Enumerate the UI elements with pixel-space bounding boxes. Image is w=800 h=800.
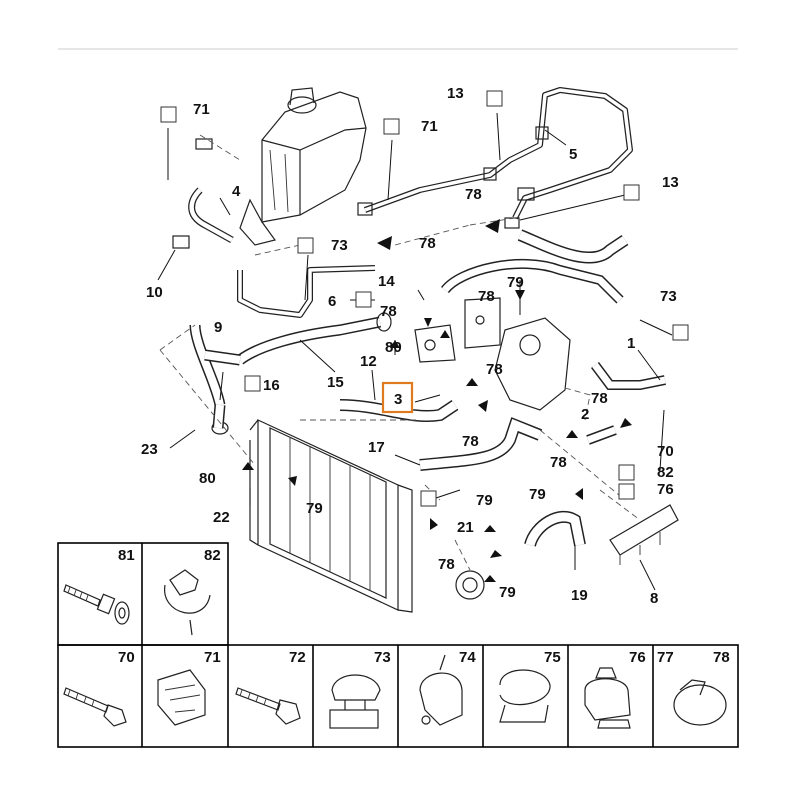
callout-21: 21 — [457, 519, 474, 536]
callout-15: 15 — [327, 374, 344, 391]
screw-with-washer-icon — [63, 584, 130, 625]
thermostat-housing — [414, 297, 571, 411]
flange-bolt-icon — [235, 687, 301, 725]
callout-80-b: 80 — [199, 470, 216, 487]
callout-13-a: 13 — [447, 85, 464, 102]
legend-num-76: 76 — [629, 649, 646, 666]
leader-lines — [157, 112, 673, 591]
hose-9 — [237, 265, 376, 318]
callout-79-c: 79 — [476, 492, 493, 509]
callout-22: 22 — [213, 509, 230, 526]
callout-6: 6 — [328, 293, 336, 310]
reference-boxes — [160, 90, 689, 507]
callout-1: 1 — [627, 335, 635, 352]
clip-bracket-icon — [164, 569, 211, 636]
legend-num-77: 77 — [657, 649, 674, 666]
double-clip-icon — [329, 674, 381, 729]
callout-78-g: 78 — [462, 433, 479, 450]
legend-num-70: 70 — [118, 649, 135, 666]
callout-71-b: 71 — [421, 118, 438, 135]
callout-3: 3 — [394, 391, 402, 408]
callout-73-b: 73 — [660, 288, 677, 305]
pipe-clip-nut-icon — [584, 667, 631, 729]
legend-num-75: 75 — [544, 649, 561, 666]
hose-2 — [586, 425, 617, 445]
oil-cooler — [455, 570, 485, 600]
legend-num-71: 71 — [204, 649, 221, 666]
callout-78-f: 78 — [591, 390, 608, 407]
callout-5: 5 — [569, 146, 577, 163]
callout-10: 10 — [146, 284, 163, 301]
hose-19 — [524, 510, 586, 548]
hose-upper-right — [441, 229, 629, 304]
legend-num-73: 73 — [374, 649, 391, 666]
legend-grid — [57, 542, 739, 748]
callout-79-d: 79 — [529, 486, 546, 503]
cable-tie-clip-icon — [499, 669, 551, 723]
hose-17 — [419, 417, 543, 471]
callout-80-a: 80 — [385, 339, 402, 356]
callout-78-h: 78 — [550, 454, 567, 471]
callout-76: 76 — [657, 481, 674, 498]
callout-labels: 71 4 10 71 13 5 13 78 73 78 14 6 78 78 7… — [141, 85, 679, 607]
hose-clamp-icon — [673, 679, 727, 726]
callout-79-b: 79 — [306, 500, 323, 517]
callout-16: 16 — [263, 377, 280, 394]
legend-numbers: 81 82 70 71 72 73 74 75 76 77 78 — [118, 547, 730, 666]
callout-14: 14 — [378, 273, 395, 290]
callout-9: 9 — [214, 319, 222, 336]
pipe-10 — [164, 138, 213, 249]
callout-13-b: 13 — [662, 174, 679, 191]
callout-73-a: 73 — [331, 237, 348, 254]
bolt-icon — [63, 687, 127, 727]
highlight-box — [381, 381, 414, 414]
legend-num-81: 81 — [118, 547, 135, 564]
pipe-5 — [357, 87, 633, 229]
callout-79-a: 79 — [507, 274, 524, 291]
legend-num-82: 82 — [204, 547, 221, 564]
bracket-clip-icon — [157, 669, 206, 726]
callout-71-a: 71 — [193, 101, 210, 118]
hose-1 — [591, 362, 666, 390]
callout-23: 23 — [141, 441, 158, 458]
triangle-markers — [242, 219, 632, 582]
callout-12: 12 — [360, 353, 377, 370]
callout-78-i: 78 — [438, 556, 455, 573]
radiator — [249, 419, 413, 613]
callout-78-c: 78 — [380, 303, 397, 320]
callout-78-b: 78 — [419, 235, 436, 252]
bracket-8 — [609, 504, 679, 565]
callout-78-a: 78 — [465, 186, 482, 203]
callout-78-e: 78 — [486, 361, 503, 378]
callout-17: 17 — [368, 439, 385, 456]
p-clip-icon — [419, 654, 463, 726]
legend-num-72: 72 — [289, 649, 306, 666]
callout-70: 70 — [657, 443, 674, 460]
hose-15 — [189, 312, 392, 435]
callout-19: 19 — [571, 587, 588, 604]
callout-79-e: 79 — [499, 584, 516, 601]
legend-num-78: 78 — [713, 649, 730, 666]
callout-8: 8 — [650, 590, 658, 607]
callout-82: 82 — [657, 464, 674, 481]
hose-4 — [188, 187, 234, 244]
legend-num-74: 74 — [459, 649, 476, 666]
callout-78-d: 78 — [478, 288, 495, 305]
callout-2: 2 — [581, 406, 589, 423]
expansion-tank — [239, 87, 367, 246]
callout-4: 4 — [232, 183, 241, 200]
